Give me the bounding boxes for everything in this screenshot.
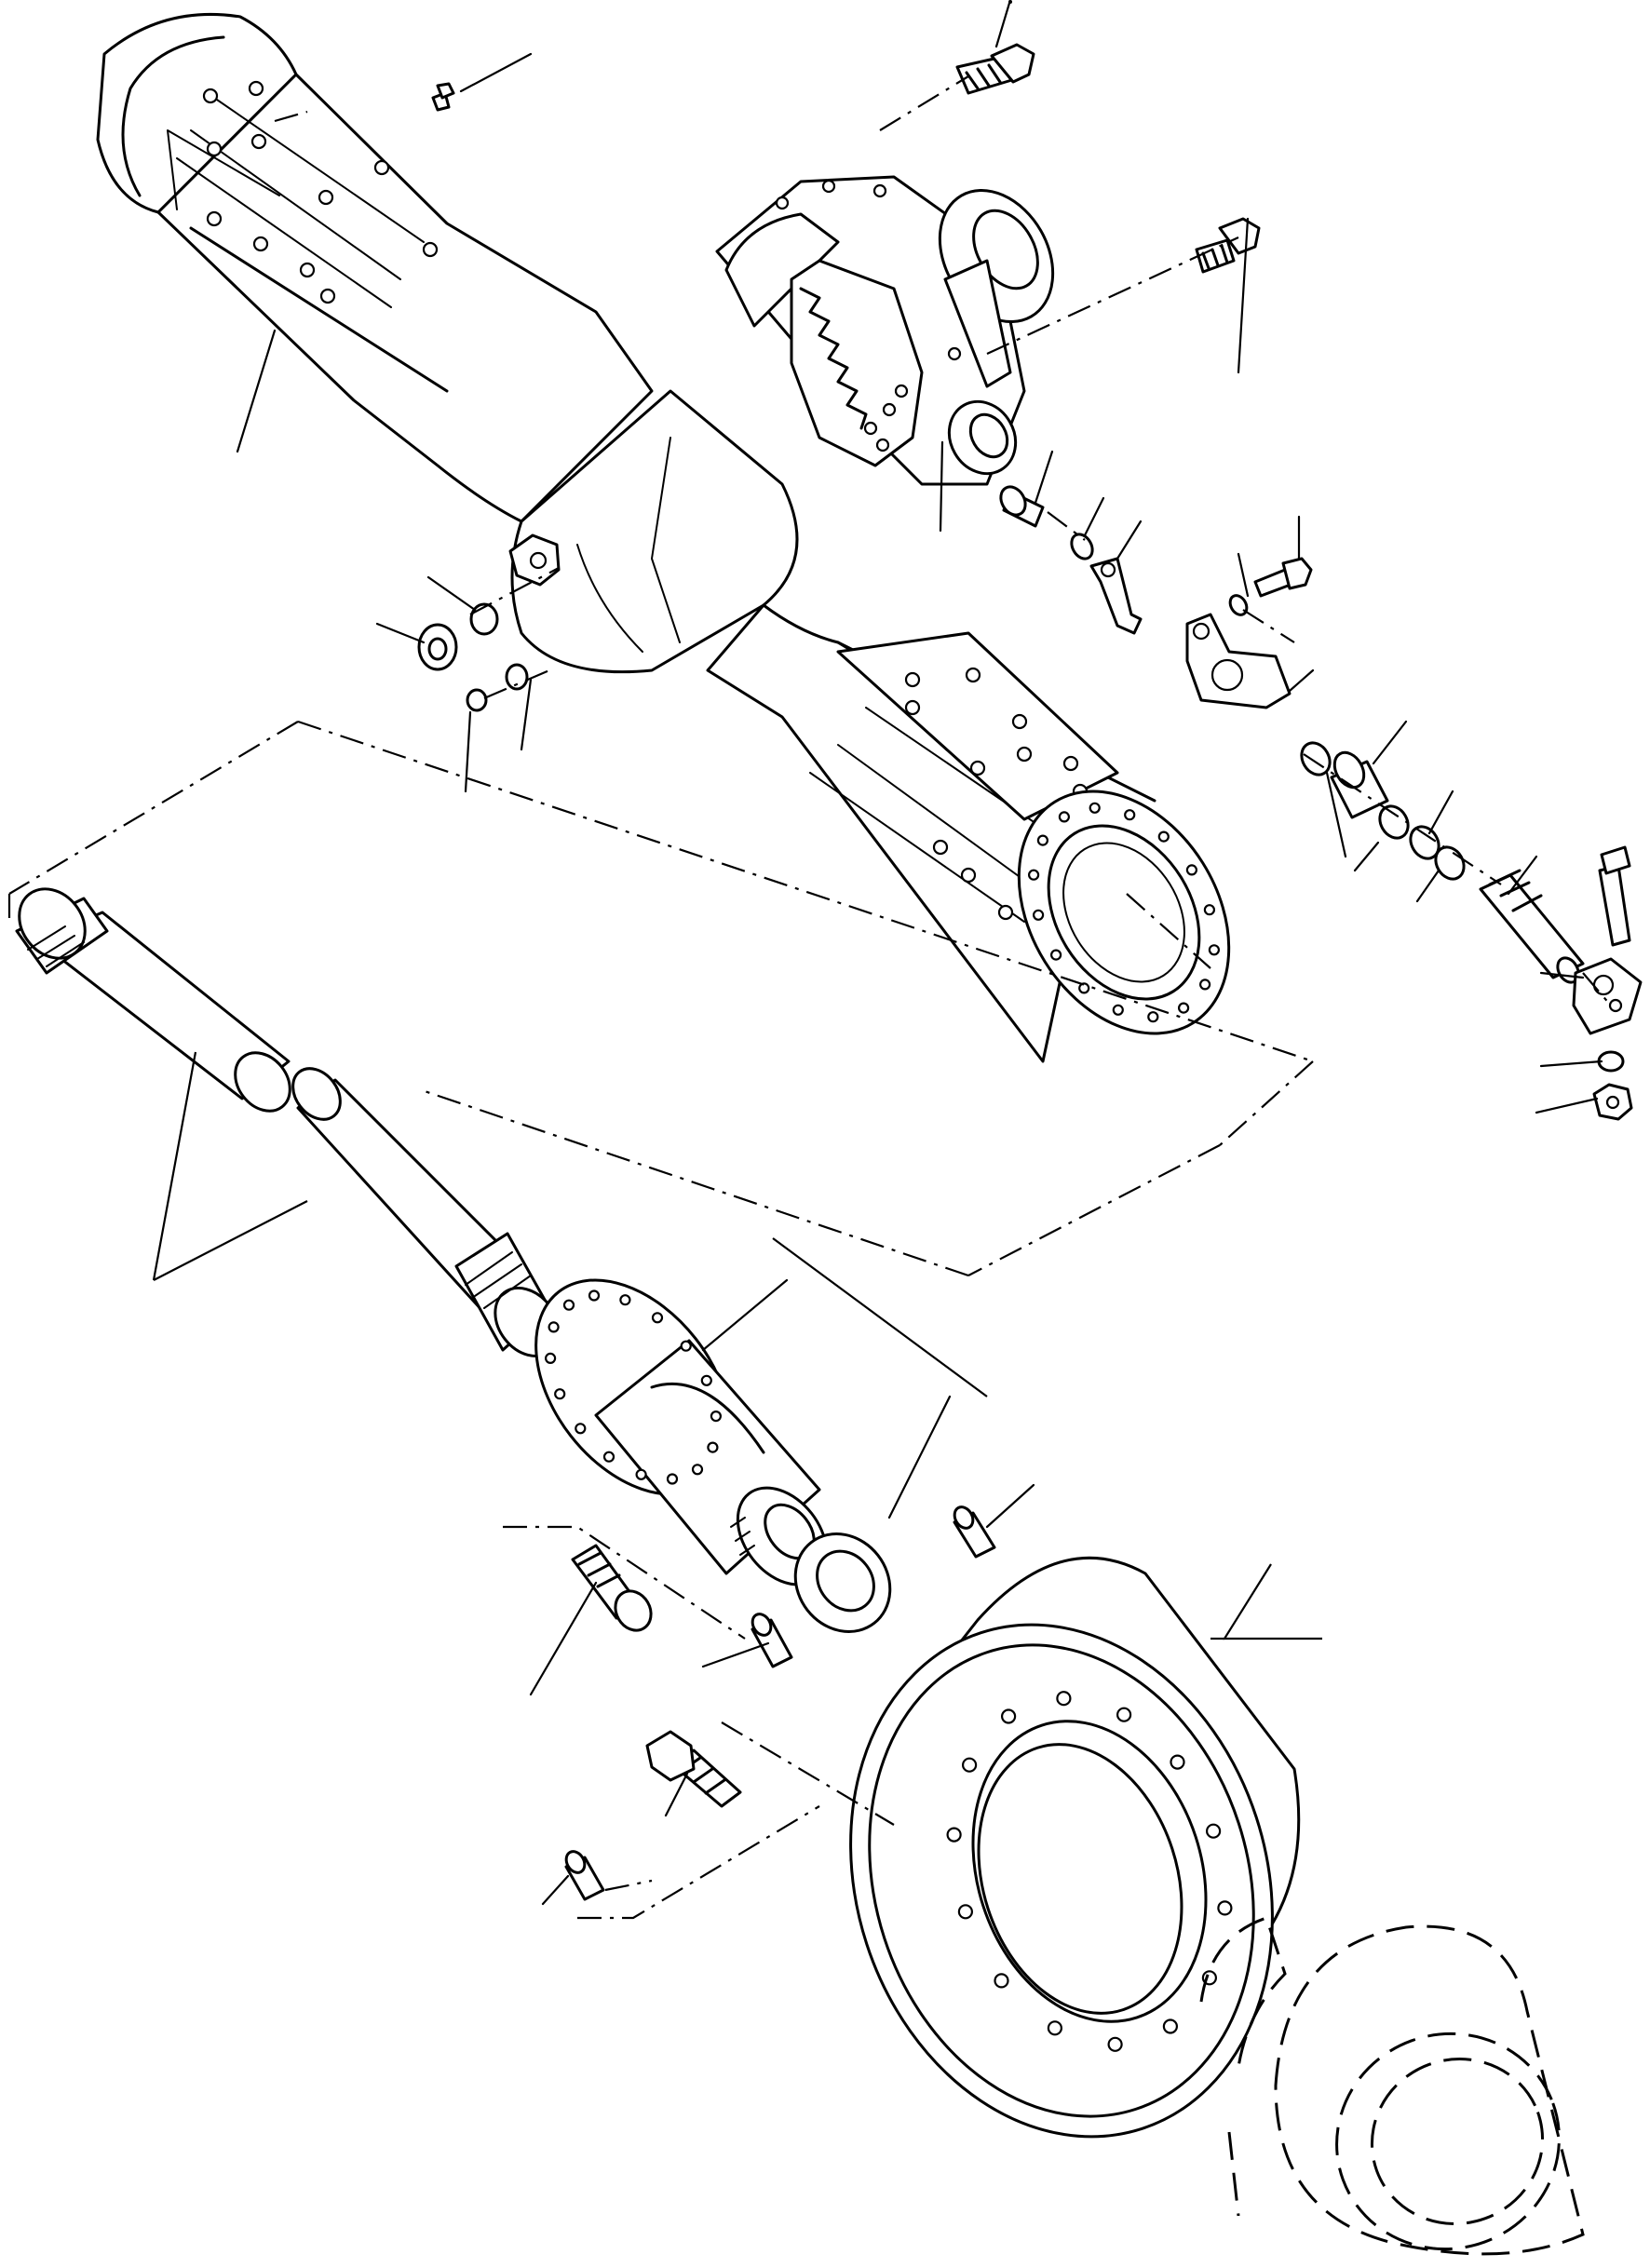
leader-lines: [236, 0, 1603, 1906]
bolt-hole: [619, 1294, 631, 1306]
bolt-hole: [1170, 1754, 1185, 1770]
bolt-hole: [1036, 834, 1049, 846]
bolt-top: [955, 43, 1035, 95]
bolt-hole: [1124, 809, 1136, 821]
bolt-hole: [1078, 982, 1090, 994]
pin-clamp-block: [1572, 957, 1643, 1035]
spindle-bolt: [571, 1544, 653, 1632]
bolt-hole: [1208, 944, 1221, 956]
bolt-hole: [707, 1441, 719, 1453]
dowel-pin-b: [751, 1613, 793, 1668]
plug-small-washer: [505, 663, 529, 691]
bolt-hole: [562, 1299, 575, 1311]
bolt-hole: [651, 1312, 664, 1324]
lock-washer-small: [1070, 533, 1094, 560]
bolt-hole: [1058, 811, 1071, 823]
o-ring: [1300, 741, 1332, 776]
drain-plug: [417, 623, 458, 671]
bolt-hole: [961, 1757, 978, 1773]
bolt-right: [1195, 217, 1261, 274]
spindle-flange-holes: [544, 1289, 723, 1485]
bolt-hole: [588, 1289, 601, 1302]
dowel-pin-a: [953, 1505, 996, 1559]
bolt-hole: [1157, 830, 1170, 843]
leader-dots: [1008, 0, 1012, 4]
bolt-hole: [1047, 2020, 1063, 2036]
bolt-hole: [1107, 2036, 1123, 2052]
bolt-pin-clamp: [1598, 845, 1631, 947]
bolt-hole: [1056, 1691, 1072, 1707]
bolt-hole: [1185, 864, 1198, 876]
bolt-hole: [1177, 1002, 1190, 1014]
drum-stud-holes: [946, 1691, 1233, 2052]
bolt-hole: [548, 1321, 560, 1333]
flange-bolt-holes: [1027, 802, 1221, 1023]
plug-small: [466, 688, 488, 712]
spindle: [534, 1278, 829, 1586]
bolt-hole: [1032, 909, 1045, 921]
bolt-hole: [602, 1451, 615, 1463]
group-brackets: [152, 1051, 1322, 1640]
bolt-hole: [680, 1340, 692, 1352]
bolt-hole: [710, 1410, 723, 1423]
lock-nut-ring: [793, 1532, 892, 1633]
bolt-hole: [554, 1388, 566, 1400]
axle-shaft-left: [15, 887, 291, 1113]
lock-washer-bracket: [1228, 594, 1249, 616]
bolt-hole: [691, 1464, 704, 1476]
bolt-hole: [1162, 2018, 1179, 2034]
bolt-hole: [666, 1473, 679, 1485]
cap-screw-mid: [999, 485, 1045, 528]
nut-clamp: [1592, 1083, 1633, 1121]
bolt-bracket: [1253, 557, 1313, 598]
drum-bolt: [645, 1730, 742, 1808]
bolt-hole: [957, 1904, 974, 1920]
axle-housing: [96, 13, 1231, 1063]
bolt-hole: [575, 1423, 587, 1435]
bracket-small: [1089, 557, 1143, 635]
bolt-hole: [1027, 869, 1040, 881]
bolt-hole: [946, 1827, 962, 1843]
bolt-hole: [1147, 1011, 1159, 1023]
wheel-end-hub-hidden: [1199, 1916, 1585, 2256]
center-lines: [7, 75, 1612, 1920]
bolt-hole: [1112, 1004, 1124, 1016]
axle-shaft-right: [291, 1067, 561, 1358]
pivot-pin: [1479, 869, 1585, 984]
bolt-hole: [1049, 949, 1062, 961]
bolt-hole: [994, 1973, 1009, 1989]
differential-carrier: [715, 175, 1055, 486]
bolt-hole: [700, 1374, 712, 1386]
bolt-hole: [1000, 1708, 1017, 1724]
bolt-hole: [1203, 904, 1216, 916]
bolt-hole: [1217, 1900, 1233, 1916]
bolt-hole: [635, 1468, 647, 1480]
bolt-hole: [1089, 802, 1101, 814]
bolt-hole: [1116, 1707, 1132, 1722]
bolt-hole: [1198, 979, 1211, 991]
bracket-large: [1185, 613, 1292, 709]
bolt-hole: [1205, 1823, 1222, 1839]
drum-pin: [564, 1850, 605, 1901]
screw-small: [431, 82, 455, 112]
brake-drum: [849, 1556, 1301, 2139]
bolt-hole: [544, 1352, 557, 1365]
